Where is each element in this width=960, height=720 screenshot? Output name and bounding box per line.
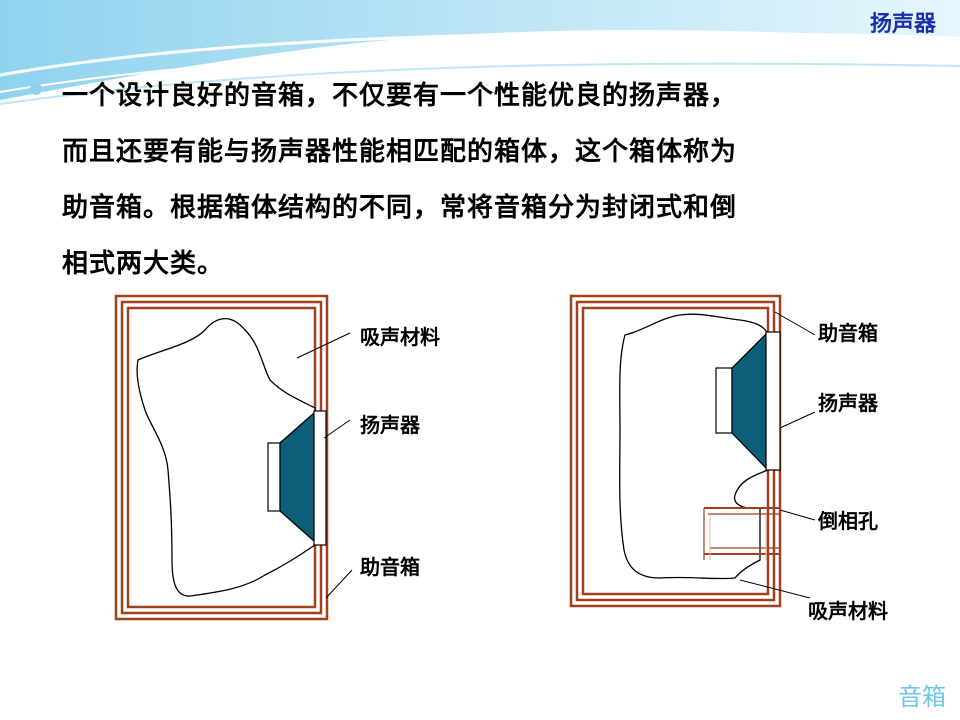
label-box-left: 助音箱	[360, 555, 420, 579]
header-swoosh	[0, 0, 960, 105]
footer-label: 音箱	[898, 683, 946, 711]
speaker-front	[313, 410, 327, 546]
absorbing-material	[136, 318, 316, 597]
speaker-magnet-right	[715, 367, 733, 434]
bullet-dot	[30, 83, 42, 95]
label-absorb-left: 吸声材料	[360, 325, 440, 349]
closed-box-diagram: 吸声材料 扬声器 助音箱	[114, 294, 440, 621]
reflex-port	[703, 507, 780, 560]
reflex-box-diagram: 助音箱 扬声器 倒相孔 吸声材料	[569, 294, 888, 623]
body-line: 而且还要有能与扬声器性能相匹配的箱体，这个箱体称为	[62, 137, 738, 167]
body-line: 助音箱。根据箱体结构的不同，常将音箱分为封闭式和倒	[62, 193, 738, 223]
body-paragraph: 一个设计良好的音箱，不仅要有一个性能优良的扬声器， 而且还要有能与扬声器性能相匹…	[62, 68, 882, 292]
label-box-right: 助音箱	[818, 321, 878, 345]
body-line: 一个设计良好的音箱，不仅要有一个性能优良的扬声器，	[62, 81, 738, 111]
label-absorb-right: 吸声材料	[808, 599, 888, 623]
body-line: 相式两大类。	[62, 249, 225, 279]
label-port-right: 倒相孔	[817, 509, 878, 533]
speaker-front-right	[765, 331, 781, 471]
speaker-magnet	[267, 442, 281, 512]
label-speaker-right: 扬声器	[818, 391, 879, 415]
label-speaker-left: 扬声器	[360, 413, 421, 437]
corner-title: 扬声器	[869, 12, 936, 37]
